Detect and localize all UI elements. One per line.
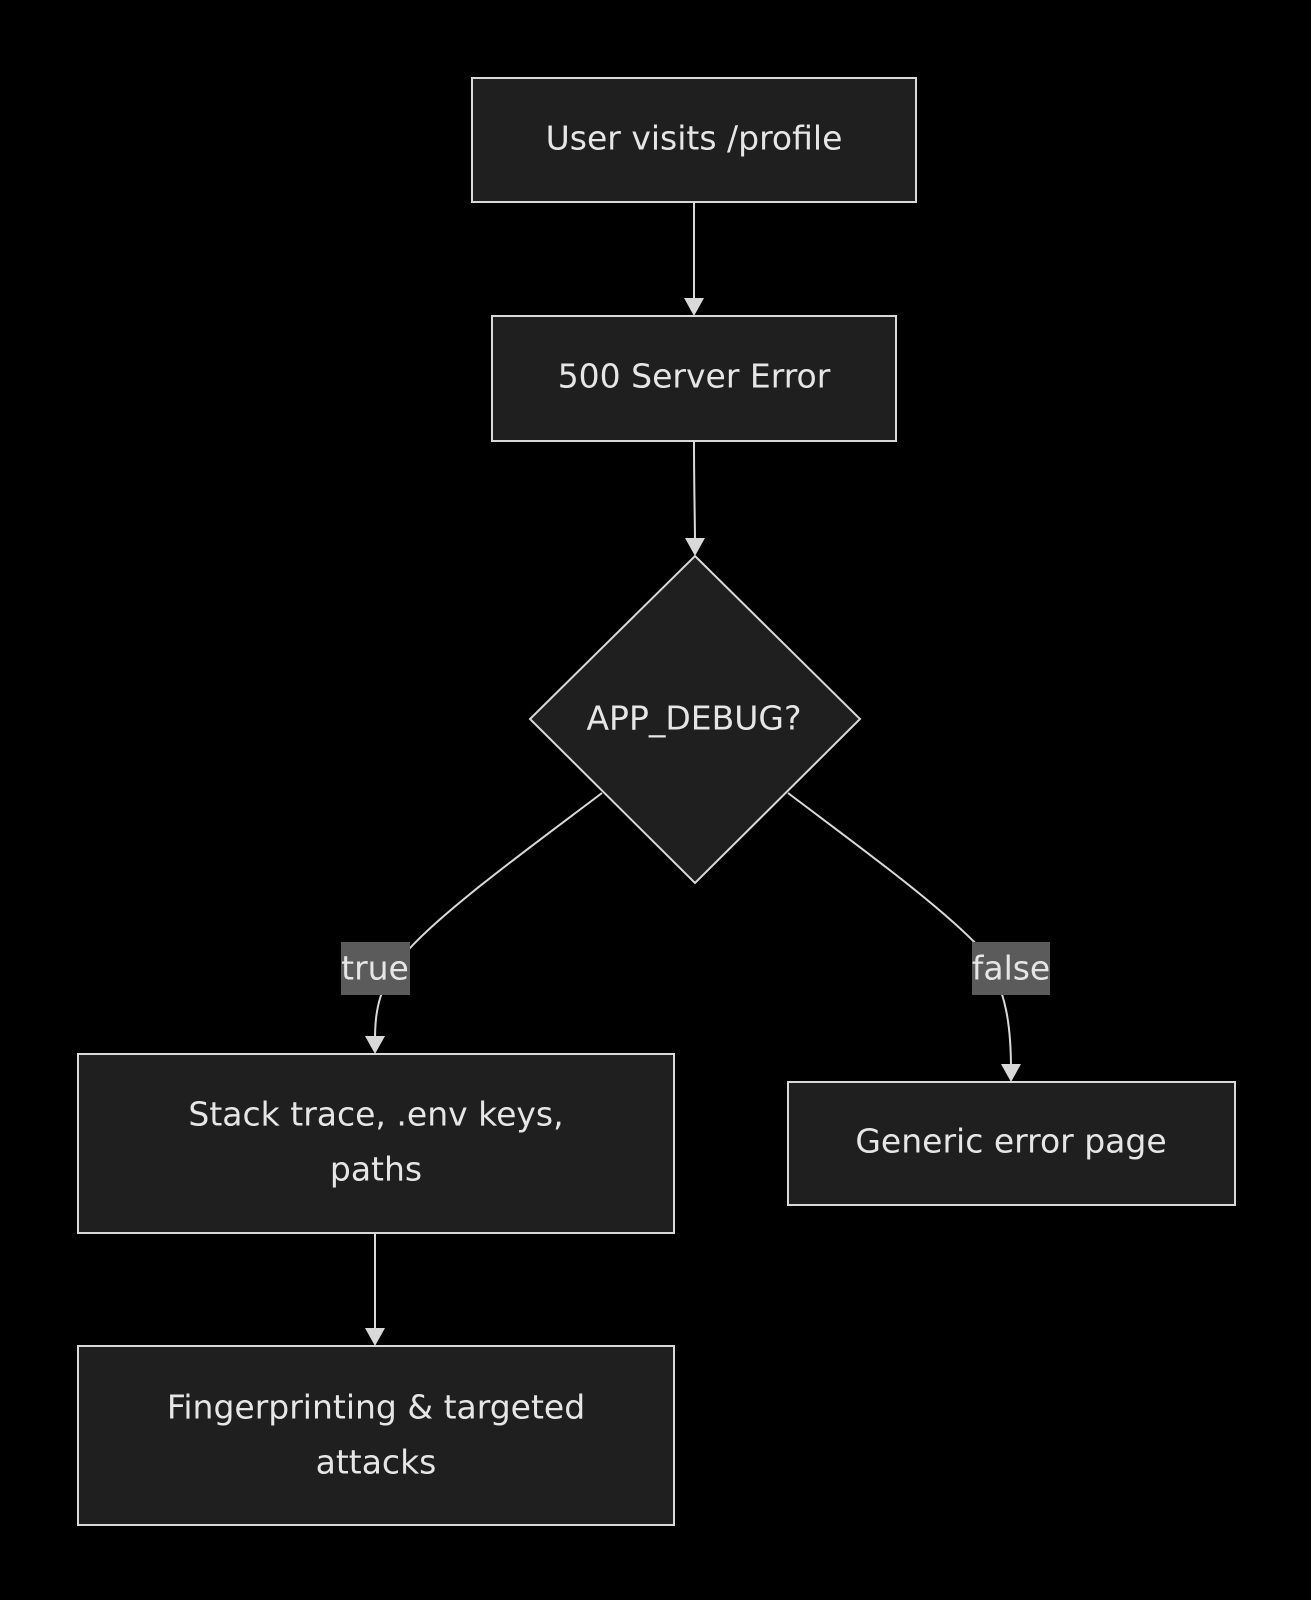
edge-label-true: true — [341, 942, 410, 995]
node-leak-line2: paths — [330, 1150, 422, 1189]
node-start-box — [471, 77, 917, 203]
node-decision-label: APP_DEBUG? — [586, 699, 801, 738]
edge-label-false-bg — [972, 942, 1050, 995]
arrowhead-error — [684, 298, 704, 316]
arrowhead-attack — [365, 1328, 385, 1346]
edge-label-true-text: true — [341, 949, 409, 988]
arrowhead-generic — [1001, 1064, 1021, 1082]
node-leak: Stack trace, .env keys, paths — [77, 1053, 675, 1234]
node-generic: Generic error page — [787, 1081, 1236, 1206]
edge-decision-to-leak — [374, 792, 603, 1043]
edge-decision-to-generic — [787, 792, 1012, 1071]
edges — [365, 202, 1021, 1346]
edge-label-false-text: false — [972, 949, 1051, 988]
node-generic-box — [787, 1081, 1236, 1206]
arrowhead-decision — [685, 538, 705, 556]
node-attack-line1: Fingerprinting & targeted — [167, 1388, 585, 1427]
node-start-label: User visits /profile — [546, 119, 843, 158]
node-leak-box — [77, 1053, 675, 1234]
node-generic-label: Generic error page — [855, 1122, 1166, 1161]
node-decision: APP_DEBUG? — [528, 554, 862, 885]
node-error-box — [491, 315, 897, 442]
node-attack: Fingerprinting & targeted attacks — [77, 1345, 675, 1526]
edge-label-false: false — [972, 942, 1051, 995]
node-decision-diamond — [528, 554, 862, 885]
node-error-label: 500 Server Error — [558, 357, 831, 396]
node-attack-box — [77, 1345, 675, 1526]
node-attack-line2: attacks — [316, 1443, 437, 1482]
arrowhead-leak — [365, 1036, 385, 1054]
node-error: 500 Server Error — [491, 315, 897, 442]
edge-error-to-decision — [693, 440, 696, 545]
node-leak-line1: Stack trace, .env keys, — [188, 1095, 563, 1134]
edge-label-true-bg — [341, 942, 410, 995]
node-start: User visits /profile — [471, 77, 917, 203]
